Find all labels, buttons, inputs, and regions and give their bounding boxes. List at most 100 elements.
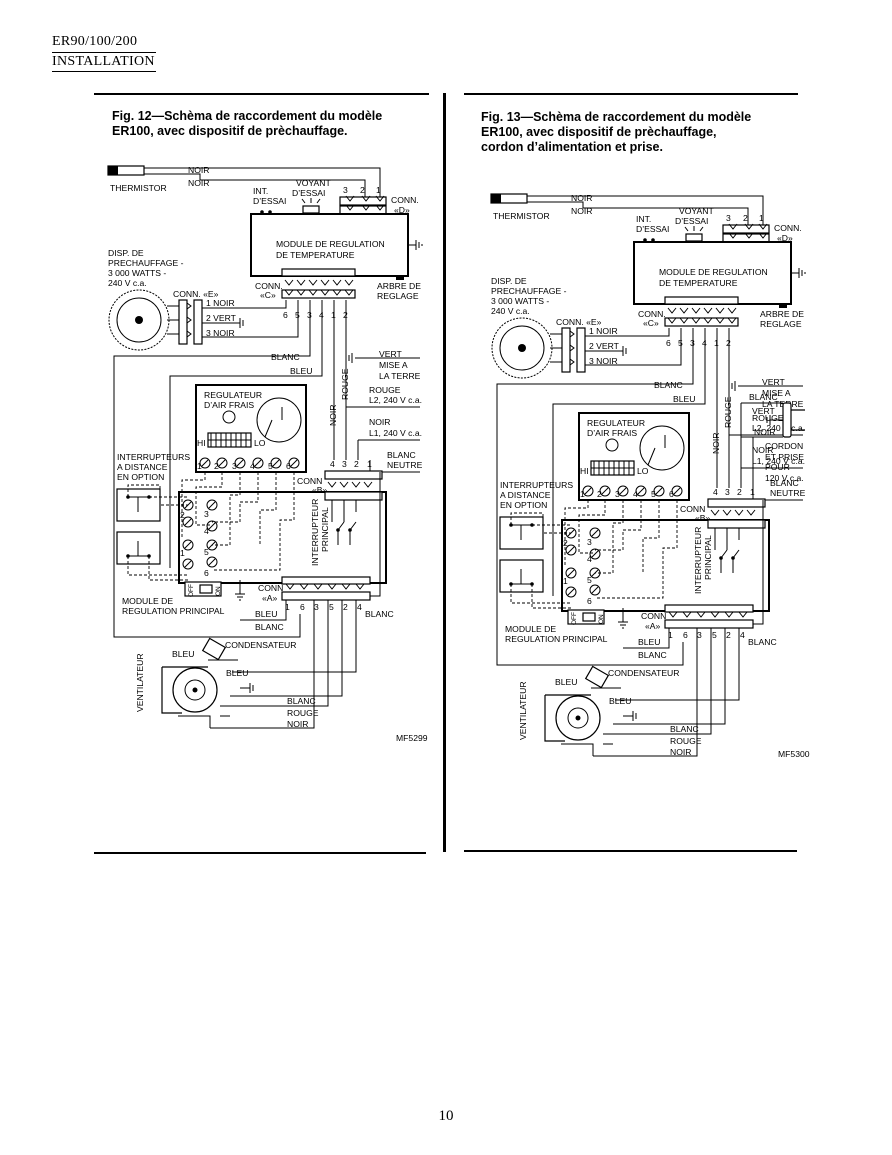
svg-text:INT.: INT. bbox=[253, 186, 268, 196]
svg-text:DISP. DE: DISP. DE bbox=[108, 248, 144, 258]
svg-text:D’ESSAI: D’ESSAI bbox=[292, 188, 325, 198]
svg-text:2: 2 bbox=[214, 461, 219, 471]
svg-text:INTERRUPTEURS: INTERRUPTEURS bbox=[500, 480, 573, 490]
svg-text:3 NOIR: 3 NOIR bbox=[206, 328, 235, 338]
svg-text:PRECHAUFFAGE -: PRECHAUFFAGE - bbox=[108, 258, 184, 268]
svg-text:1: 1 bbox=[285, 602, 290, 612]
svg-text:NOIR: NOIR bbox=[670, 747, 691, 757]
svg-text:BLANC: BLANC bbox=[749, 392, 778, 402]
svg-text:CONN.: CONN. bbox=[638, 309, 666, 319]
svg-text:REGULATEUR: REGULATEUR bbox=[204, 390, 262, 400]
svg-text:VERT: VERT bbox=[752, 406, 776, 416]
svg-text:CONN: CONN bbox=[297, 476, 322, 486]
svg-text:BLANC: BLANC bbox=[748, 637, 777, 647]
svg-text:EN OPTION: EN OPTION bbox=[117, 472, 164, 482]
svg-text:«C»: «C» bbox=[643, 318, 659, 328]
svg-text:BLEU: BLEU bbox=[290, 366, 312, 376]
svg-text:3 000 WATTS -: 3 000 WATTS - bbox=[108, 268, 166, 278]
svg-text:6: 6 bbox=[587, 596, 592, 606]
svg-text:MF5300: MF5300 bbox=[778, 749, 810, 759]
svg-text:THERMISTOR: THERMISTOR bbox=[493, 211, 550, 221]
svg-text:NOIR: NOIR bbox=[754, 427, 775, 437]
svg-text:INTERRUPTEURS: INTERRUPTEURS bbox=[117, 452, 190, 462]
svg-text:3: 3 bbox=[232, 461, 237, 471]
svg-text:INTERRUPTEUR: INTERRUPTEUR bbox=[693, 527, 703, 594]
svg-text:2: 2 bbox=[360, 185, 365, 195]
svg-text:240 V c.a.: 240 V c.a. bbox=[108, 278, 147, 288]
svg-text:1: 1 bbox=[376, 185, 381, 195]
svg-text:CONDENSATEUR: CONDENSATEUR bbox=[225, 640, 296, 650]
svg-text:NOIR: NOIR bbox=[571, 206, 592, 216]
svg-text:MODULE DE REGULATION: MODULE DE REGULATION bbox=[659, 267, 768, 277]
svg-text:1 NOIR: 1 NOIR bbox=[206, 298, 235, 308]
svg-text:6: 6 bbox=[683, 630, 688, 640]
svg-text:D’ESSAI: D’ESSAI bbox=[675, 216, 708, 226]
svg-text:ROUGE: ROUGE bbox=[723, 396, 733, 428]
svg-text:CONDENSATEUR: CONDENSATEUR bbox=[608, 668, 679, 678]
svg-text:ROUGE: ROUGE bbox=[369, 385, 401, 395]
svg-text:NOIR: NOIR bbox=[571, 193, 592, 203]
svg-text:1: 1 bbox=[367, 459, 372, 469]
svg-text:NEUTRE: NEUTRE bbox=[770, 488, 806, 498]
main-module-terminals bbox=[565, 527, 601, 598]
svg-text:VERT: VERT bbox=[379, 349, 403, 359]
svg-text:1: 1 bbox=[563, 576, 568, 586]
svg-text:LA TERRE: LA TERRE bbox=[379, 371, 421, 381]
svg-text:VENTILATEUR: VENTILATEUR bbox=[518, 681, 528, 740]
preheater-coil bbox=[491, 317, 553, 379]
svg-text:VOYANT: VOYANT bbox=[679, 206, 714, 216]
svg-text:D’ESSAI: D’ESSAI bbox=[636, 224, 669, 234]
svg-text:5: 5 bbox=[329, 602, 334, 612]
svg-text:MODULE DE: MODULE DE bbox=[505, 624, 556, 634]
svg-text:6: 6 bbox=[300, 602, 305, 612]
svg-text:1: 1 bbox=[668, 630, 673, 640]
svg-text:1 NOIR: 1 NOIR bbox=[589, 326, 618, 336]
thermistor: THERMISTOR bbox=[107, 165, 167, 193]
svg-text:3: 3 bbox=[343, 185, 348, 195]
svg-text:BLEU: BLEU bbox=[673, 394, 695, 404]
svg-text:BLEU: BLEU bbox=[255, 609, 277, 619]
svg-text:2 VERT: 2 VERT bbox=[589, 341, 620, 351]
fig13-diagram: THERMISTOR NOIR NOIR INT. D’ESSAI VOYANT… bbox=[490, 193, 810, 759]
svg-text:CONN.: CONN. bbox=[391, 195, 419, 205]
svg-text:4: 4 bbox=[740, 630, 745, 640]
svg-text:6: 6 bbox=[286, 461, 291, 471]
svg-text:1: 1 bbox=[759, 213, 764, 223]
svg-text:1: 1 bbox=[180, 548, 185, 558]
fig12-diagram: THERMISTOR NOIR NOIR INT. D’ESSAI VOYANT… bbox=[107, 165, 428, 743]
header-rule bbox=[52, 52, 156, 53]
svg-text:1: 1 bbox=[580, 489, 585, 499]
fig13-title: Fig. 13—Schèma de raccordement du modèle… bbox=[481, 110, 752, 154]
svg-text:BLANC: BLANC bbox=[271, 352, 300, 362]
svg-text:ARBRE DE: ARBRE DE bbox=[760, 309, 804, 319]
svg-text:4: 4 bbox=[713, 487, 718, 497]
svg-text:6: 6 bbox=[666, 338, 671, 348]
svg-text:A DISTANCE: A DISTANCE bbox=[117, 462, 168, 472]
svg-text:BLANC: BLANC bbox=[365, 609, 394, 619]
svg-text:«B»: «B» bbox=[695, 513, 711, 523]
svg-text:D’AIR FRAIS: D’AIR FRAIS bbox=[587, 428, 637, 438]
svg-text:2: 2 bbox=[354, 459, 359, 469]
svg-text:ROUGE: ROUGE bbox=[340, 368, 350, 400]
svg-text:2: 2 bbox=[726, 630, 731, 640]
svg-text:REGULATEUR: REGULATEUR bbox=[587, 418, 645, 428]
svg-text:ROUGE: ROUGE bbox=[287, 708, 319, 718]
svg-text:OFF: OFF bbox=[571, 612, 578, 625]
svg-text:NOIR: NOIR bbox=[287, 719, 308, 729]
svg-text:BLEU: BLEU bbox=[609, 696, 631, 706]
svg-text:MISE A: MISE A bbox=[379, 360, 408, 370]
svg-text:5: 5 bbox=[268, 461, 273, 471]
svg-text:«D»: «D» bbox=[394, 205, 410, 215]
svg-text:MISE A: MISE A bbox=[762, 388, 791, 398]
svg-text:POUR: POUR bbox=[765, 462, 790, 472]
svg-text:5: 5 bbox=[651, 489, 656, 499]
svg-text:3: 3 bbox=[204, 509, 209, 519]
svg-text:5: 5 bbox=[204, 547, 209, 557]
fig12-top-rule bbox=[94, 93, 429, 95]
svg-text:CORDON: CORDON bbox=[765, 441, 803, 451]
svg-text:2: 2 bbox=[597, 489, 602, 499]
svg-text:DE TEMPERATURE: DE TEMPERATURE bbox=[659, 278, 738, 288]
svg-text:NOIR: NOIR bbox=[711, 433, 721, 454]
svg-text:NOIR: NOIR bbox=[328, 405, 338, 426]
